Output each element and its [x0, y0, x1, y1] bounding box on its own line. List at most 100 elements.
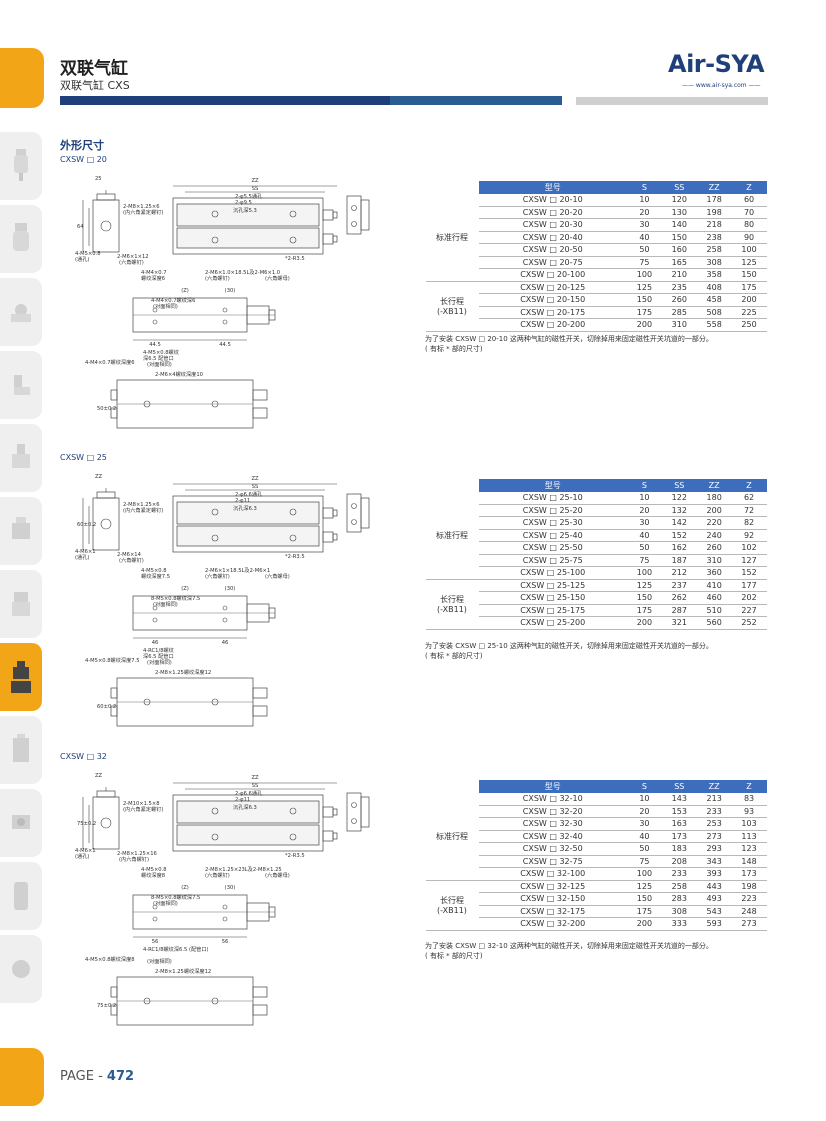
table-cell: CXSW □ 25-40 — [478, 529, 627, 542]
table-cell: CXSW □ 20-50 — [478, 243, 627, 257]
table-cell: 93 — [731, 805, 767, 818]
drawing-outline — [96, 491, 116, 499]
table-cell: CXSW □ 20-100 — [478, 268, 627, 282]
note-line: 为了安装 CXSW □ 20-10 这两种气缸的磁性开关，切除掉用来固定磁性开关… — [425, 335, 713, 343]
table-cell: 142 — [661, 516, 697, 530]
table-cell: 125 — [731, 256, 767, 269]
table-cell: CXSW □ 20-40 — [478, 231, 627, 244]
table-cell: 103 — [731, 817, 767, 831]
drawing-label: 46 — [152, 640, 159, 646]
drawing-label: (六角螺钉) — [119, 556, 144, 564]
table-cell: 92 — [731, 529, 767, 542]
side-tab-fitting-icon[interactable] — [0, 351, 42, 419]
table-cell: 90 — [731, 231, 767, 244]
table-cell: 125 — [626, 579, 662, 592]
column-header: S — [626, 181, 663, 194]
drawing-outline — [252, 407, 268, 419]
header-bar-gray — [576, 97, 768, 105]
page-number: PAGE - 472 — [60, 1069, 134, 1084]
table-cell: CXSW □ 32-10 — [478, 792, 627, 806]
drawing-hole — [222, 319, 228, 325]
side-tab-guide-cylinder-icon[interactable] — [0, 716, 42, 784]
side-tab-regulator-icon[interactable] — [0, 205, 42, 273]
table-cell: CXSW □ 25-175 — [478, 604, 627, 617]
table-cell: 343 — [696, 855, 732, 868]
drawing-outline — [332, 235, 338, 243]
drawing-outline — [96, 193, 116, 201]
drawing-label: 44.5 — [219, 342, 231, 348]
table-cell: 123 — [731, 842, 767, 856]
table-cell: CXSW □ 25-30 — [478, 516, 627, 530]
drawing-label: 8-M5×0.8螺纹深7.5 — [151, 594, 200, 602]
drawing-label: ZZ — [95, 474, 103, 480]
drawing-hole — [289, 236, 297, 244]
side-tab-accessory-icon[interactable] — [0, 935, 42, 1003]
drawing-outline — [110, 687, 118, 699]
column-header: SS — [661, 181, 698, 194]
table-cell: 200 — [731, 293, 767, 307]
drawing-label: (六角螺钉) — [119, 258, 144, 266]
drawing-label: 2-M8×1.25×6 — [123, 204, 160, 210]
drawing-label: 4-RC1/8螺纹 — [143, 646, 175, 654]
group-label-line: 长行程 — [440, 595, 464, 604]
table-cell: 273 — [731, 917, 767, 931]
drawing-hole — [152, 916, 158, 922]
drawing-label: 2-M10×1.5×8 — [123, 801, 160, 807]
side-tab-gripper-icon[interactable] — [0, 862, 42, 930]
table-cell: 50 — [626, 541, 662, 555]
table-cell: 200 — [626, 616, 662, 630]
side-tab-actuator-icon[interactable] — [0, 570, 42, 638]
drawing-outline — [322, 233, 334, 245]
table-cell: CXSW □ 20-125 — [478, 281, 627, 294]
brand-logo: Air-SYA — [668, 50, 765, 78]
spec-note-cxsw25: 为了安装 CXSW □ 25-10 这两种气缸的磁性开关，切除掉用来固定磁性开关… — [425, 641, 775, 661]
drawing-label: 4-M4×0.7 — [141, 270, 167, 276]
drawing-outline — [252, 1004, 268, 1016]
drawing-label: (六角螺母) — [265, 871, 290, 879]
table-cell: CXSW □ 25-20 — [478, 504, 627, 517]
drawing-hole — [289, 833, 297, 841]
page-subtitle: 双联气缸 CXS — [60, 79, 130, 92]
table-cell: 10 — [626, 193, 662, 207]
drawing-hole — [289, 534, 297, 542]
drawing-hole — [289, 807, 297, 815]
drawing-hole — [211, 236, 219, 244]
column-header: 型号 — [477, 181, 628, 194]
group-label-line: 长行程 — [440, 297, 464, 306]
side-tab-solenoid-icon[interactable] — [0, 424, 42, 492]
table-cell: 30 — [626, 817, 662, 831]
column-header: Z — [731, 780, 767, 793]
table-cell: 238 — [696, 231, 732, 244]
group-label-line: (-XB11) — [437, 906, 467, 915]
side-tab-filter-icon[interactable] — [0, 132, 42, 200]
table-cell: CXSW □ 20-20 — [478, 206, 627, 219]
table-cell: CXSW □ 25-100 — [478, 566, 627, 580]
side-tab-valve-icon[interactable] — [0, 278, 42, 346]
drawing-hole — [222, 904, 228, 910]
drawing-outline — [172, 495, 324, 553]
note-line: 为了安装 CXSW □ 25-10 这两种气缸的磁性开关，切除掉用来固定磁性开关… — [425, 642, 713, 650]
side-tab-rotary-icon[interactable] — [0, 789, 42, 857]
drawing-hole — [351, 802, 357, 808]
drawing-label: 沉孔深6.3 — [233, 803, 257, 811]
table-cell: 235 — [661, 281, 697, 294]
side-tab-manifold-icon[interactable] — [0, 497, 42, 565]
table-cell: 287 — [661, 604, 697, 617]
table-cell: 593 — [696, 917, 732, 931]
drawing-hole — [100, 220, 112, 232]
drawing-label: 8-M5×0.8螺纹深7.5 — [151, 893, 200, 901]
drawing-label: 深6.5 配管口 — [143, 652, 174, 660]
side-tab-cylinder-icon[interactable] — [0, 643, 42, 711]
drawing-label: 2-φ9.5 — [235, 200, 252, 206]
